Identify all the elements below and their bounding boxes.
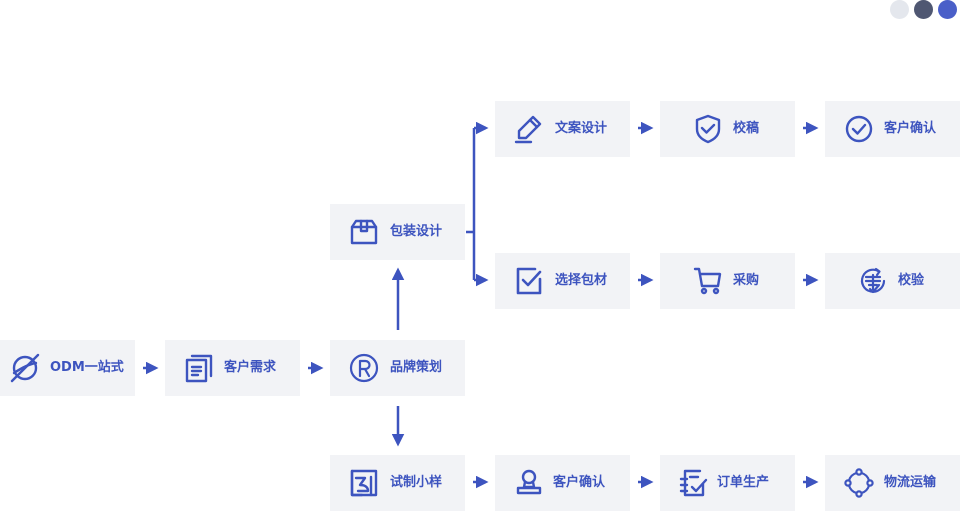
node-logistics[interactable]: 物流运输: [825, 455, 960, 511]
node-label: 物流运输: [884, 475, 937, 490]
check-circle-icon: [843, 113, 875, 145]
clipboard-check-icon: [678, 467, 710, 499]
pager-dot[interactable]: [914, 0, 933, 19]
node-material[interactable]: 选择包材: [495, 253, 630, 309]
node-odm[interactable]: ODM一站式: [0, 340, 135, 396]
node-label: 文案设计: [555, 121, 608, 136]
node-label: 订单生产: [717, 475, 770, 490]
pager-dot-active[interactable]: [938, 0, 957, 19]
node-inspect[interactable]: 校验: [825, 253, 960, 309]
node-label: 校验: [898, 273, 925, 288]
globe-icon: [9, 352, 41, 384]
pager-dot[interactable]: [890, 0, 909, 19]
document-icon: [183, 352, 215, 384]
node-label: 校稿: [733, 121, 760, 136]
box-icon: [348, 216, 380, 248]
cart-icon: [692, 265, 724, 297]
node-label: ODM一站式: [50, 360, 124, 375]
node-label: 试制小样: [390, 475, 443, 490]
node-proofread[interactable]: 校稿: [660, 101, 795, 157]
user-stamp-icon: [513, 467, 545, 499]
node-label: 品牌策划: [390, 360, 443, 375]
node-label: 采购: [733, 273, 760, 288]
node-purchase[interactable]: 采购: [660, 253, 795, 309]
node-label: 客户需求: [224, 360, 277, 375]
verify-icon: [857, 265, 889, 297]
node-label: 包装设计: [390, 224, 443, 239]
node-packaging[interactable]: 包装设计: [330, 204, 465, 260]
node-customer-confirm-bottom[interactable]: 客户确认: [495, 455, 630, 511]
node-customer-confirm-top[interactable]: 客户确认: [825, 101, 960, 157]
node-trial[interactable]: 试制小样: [330, 455, 465, 511]
pager-dots: [890, 0, 960, 20]
checkbox-icon: [513, 265, 545, 297]
route-icon: [843, 467, 875, 499]
node-brand[interactable]: 品牌策划: [330, 340, 465, 396]
node-label: 客户确认: [553, 475, 606, 490]
node-label: 选择包材: [555, 273, 608, 288]
node-copywriting[interactable]: 文案设计: [495, 101, 630, 157]
node-production[interactable]: 订单生产: [660, 455, 795, 511]
sample-icon: [348, 467, 380, 499]
shield-check-icon: [692, 113, 724, 145]
branch-bracket: [466, 128, 476, 280]
node-label: 客户确认: [884, 121, 937, 136]
pen-icon: [513, 113, 545, 145]
node-requirement[interactable]: 客户需求: [165, 340, 300, 396]
registered-icon: [348, 352, 380, 384]
